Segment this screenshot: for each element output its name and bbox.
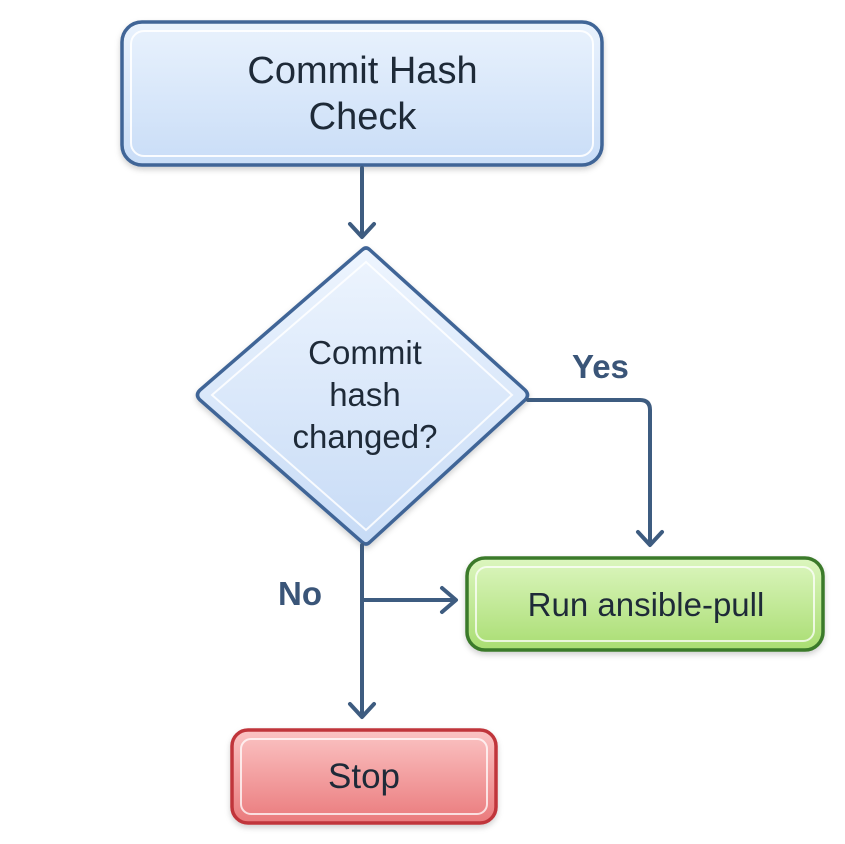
- edge-label-no: No: [278, 575, 322, 612]
- node-run-ansible-pull: [465, 556, 825, 652]
- node-label-stop: Stop: [328, 757, 400, 796]
- connector-to-stop: [348, 543, 376, 719]
- connector-start-to-decision: [348, 166, 376, 239]
- edge-label-yes: Yes: [572, 348, 629, 385]
- node-label-decision: Commit hash changed?: [292, 334, 438, 455]
- node-label-commit-hash-check: Commit Hash Check: [247, 50, 478, 138]
- connector-yes: [526, 398, 664, 547]
- node-stop: [230, 728, 498, 825]
- node-label-run-ansible-pull: Run ansible-pull: [527, 586, 765, 623]
- node-commit-hash-check: [120, 20, 604, 167]
- connector-no: [360, 586, 458, 614]
- node-decision-commit-hash-changed: [195, 246, 530, 546]
